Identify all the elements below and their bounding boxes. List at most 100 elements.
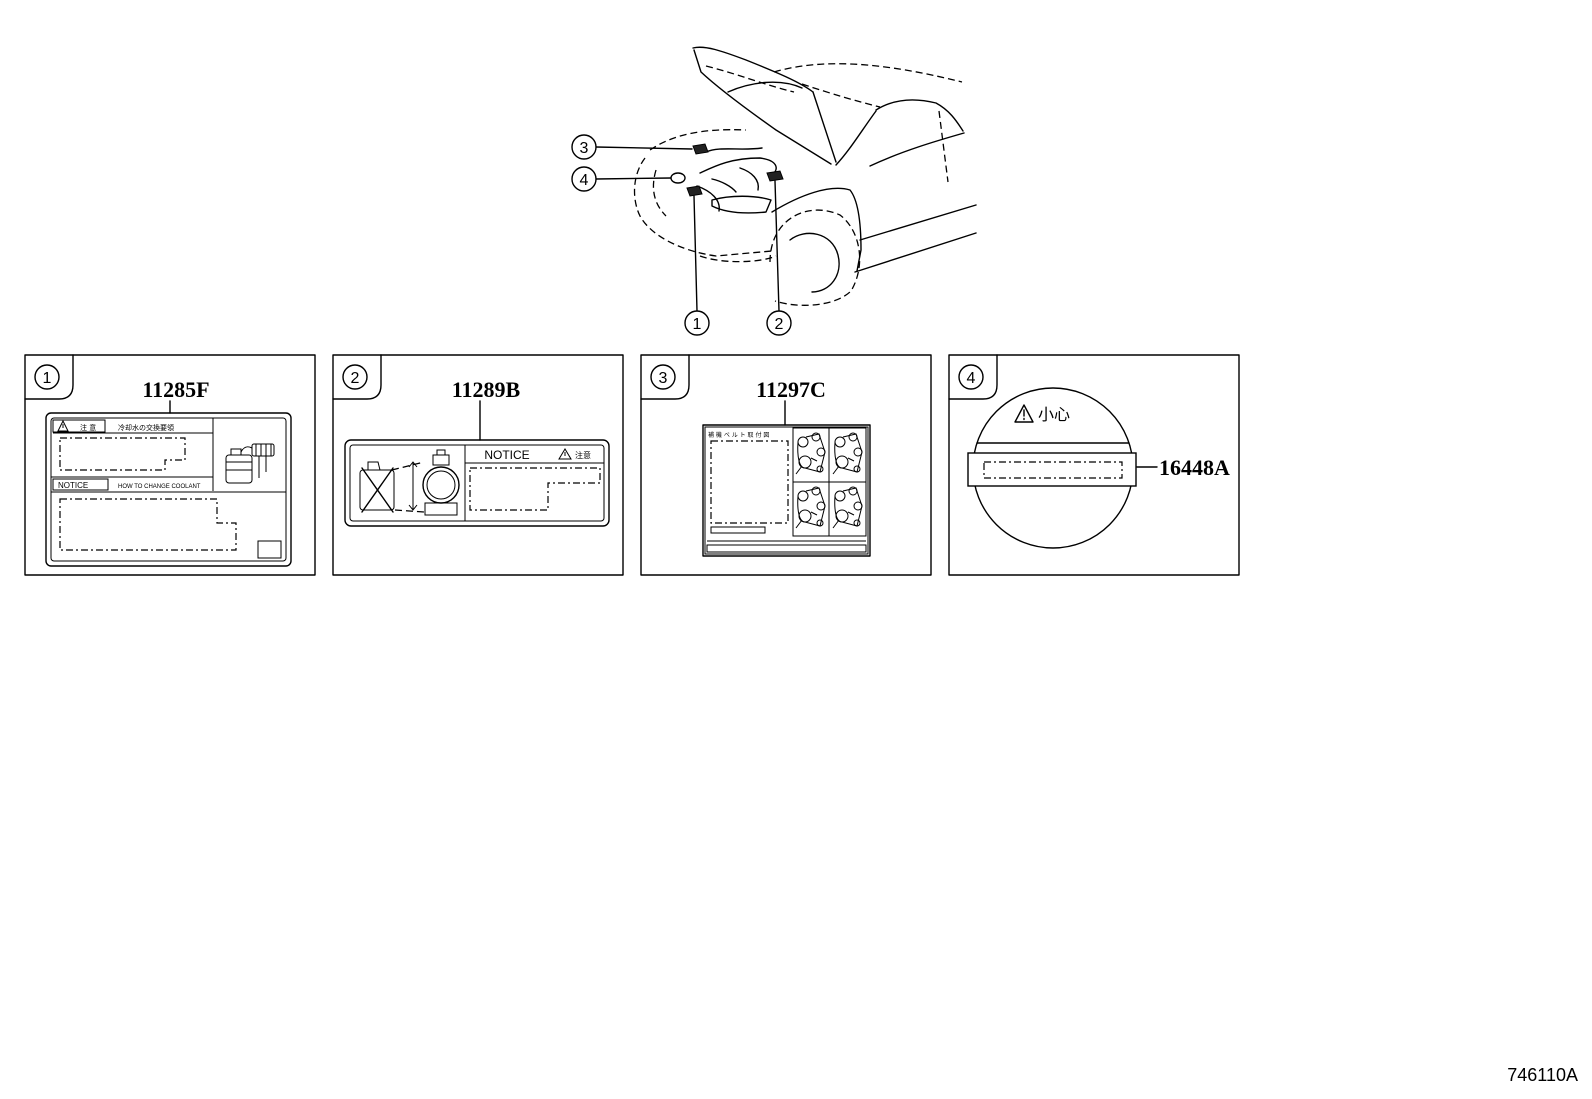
panel-4-tab	[948, 354, 998, 400]
part-number-11297C[interactable]: 11297C	[756, 377, 826, 402]
text-block-placeholder	[710, 440, 789, 524]
label-4-on-vehicle	[670, 172, 686, 184]
crossed-jerrycan-icon	[359, 461, 395, 513]
panel-3: 3 11297C 補 機 ベ ル ト 取 付 図	[640, 354, 932, 576]
label-2-on-vehicle	[766, 170, 784, 182]
callout-3: 3	[571, 134, 597, 160]
engine-hose-3	[711, 178, 737, 193]
label-footer-strip	[706, 544, 867, 553]
label-small-box	[710, 526, 766, 534]
callout-2-number: 2	[775, 316, 784, 333]
callout-2: 2	[766, 310, 792, 336]
panel-3-tab	[640, 354, 690, 400]
engine-hose-5	[739, 167, 759, 191]
hood-outer-edge	[692, 46, 814, 93]
body-crease	[859, 204, 977, 241]
fender-line	[771, 187, 862, 272]
label-corner-box	[257, 540, 282, 559]
belt-diagram-2	[832, 432, 863, 475]
perspective-lines	[391, 461, 425, 513]
panel-4-number: 4	[967, 370, 976, 387]
callout-1: 1	[684, 310, 710, 336]
panel-2-tab	[332, 354, 382, 400]
caution-text: 注 意	[80, 423, 96, 432]
leader-line-2	[774, 180, 780, 312]
label-3-on-vehicle	[692, 143, 709, 155]
panel-1-tab	[24, 354, 74, 400]
hood-rear-edge	[812, 91, 837, 163]
label-title-en: HOW TO CHANGE COOLANT	[118, 484, 201, 490]
leader-line-4	[595, 177, 672, 180]
part-number-11285F[interactable]: 11285F	[142, 377, 209, 402]
label-1-on-vehicle	[686, 185, 703, 197]
belt-routing-label: 補 機 ベ ル ト 取 付 図	[702, 424, 871, 557]
engine-hose-2	[699, 157, 777, 177]
warning-triangle-icon	[558, 448, 572, 460]
belt-diagram-4	[832, 486, 863, 529]
hood-inner-panel	[705, 65, 795, 93]
coolant-reservoir-icon	[225, 443, 275, 484]
panel-2-frame	[332, 354, 624, 576]
callout-4: 4	[571, 166, 597, 192]
rocker-line	[854, 232, 977, 273]
panel-2-number: 2	[351, 370, 360, 387]
wheel	[789, 232, 840, 293]
belt-diagram-3	[795, 486, 826, 529]
text-block-placeholder	[59, 437, 186, 471]
window-belt-line	[869, 132, 965, 167]
engine-hose-1	[705, 147, 763, 153]
double-arrow-icon	[408, 461, 418, 511]
panel-1: 1 11285F 注 意 冷却水の交換要領 NOTIC	[24, 354, 316, 576]
cowl-line	[835, 110, 877, 166]
warning-triangle-icon	[1014, 404, 1034, 423]
belt-diagram-1	[795, 432, 826, 475]
windshield-top	[773, 63, 963, 83]
caution-text: 小心	[1038, 405, 1070, 424]
wheel-arch	[769, 209, 861, 306]
callout-1-number: 1	[693, 316, 702, 333]
door-front-edge	[938, 110, 949, 183]
text-block-placeholder-2	[59, 498, 237, 551]
panel-3-number-circle	[650, 364, 676, 390]
panel-4-number-circle	[958, 364, 984, 390]
belt-diagram-grid	[792, 427, 867, 537]
cap-label: 小心	[967, 387, 1137, 549]
notice-text: NOTICE	[484, 448, 529, 462]
notice-text: NOTICE	[58, 481, 88, 490]
panel-3-number: 3	[659, 370, 668, 387]
coolant-label: 注 意 冷却水の交換要領 NOTICE HOW TO CHANGE COOLAN…	[45, 412, 292, 567]
callout-4-number: 4	[580, 172, 589, 189]
callout-3-number: 3	[580, 140, 589, 157]
text-block-placeholder	[469, 467, 601, 511]
panel-4-frame	[948, 354, 1240, 576]
car-illustration: 3 4 1 2	[571, 46, 977, 336]
leader-line-3	[595, 146, 693, 150]
front-inner-line	[652, 169, 667, 217]
front-fascia	[633, 157, 773, 257]
text-block-placeholder	[983, 461, 1123, 479]
warning-triangle-icon	[57, 419, 69, 432]
panel-3-frame	[640, 354, 932, 576]
panel-2-number-circle	[342, 364, 368, 390]
label-title-jp: 補 機 ベ ル ト 取 付 図	[708, 431, 769, 439]
panel-1-number: 1	[43, 370, 52, 387]
hood-front-edge	[693, 49, 832, 165]
panel-2: 2 11289B NOTICE 注意	[332, 354, 624, 576]
a-pillar-roof	[875, 99, 964, 132]
part-number-16448A[interactable]: 16448A	[1159, 455, 1230, 480]
headlight	[711, 195, 772, 214]
panel-1-frame	[24, 354, 316, 576]
fuel-notice-label: NOTICE 注意	[344, 439, 610, 527]
panel-1-number-circle	[34, 364, 60, 390]
leader-line-1	[693, 195, 698, 312]
panel-4: 4 小心 16448A	[948, 354, 1240, 576]
label-title-jp: 冷却水の交換要領	[118, 423, 174, 432]
hood-brace	[727, 81, 803, 93]
part-number-11289B[interactable]: 11289B	[452, 377, 521, 402]
caution-text: 注意	[575, 450, 591, 460]
diagram-id: 746110A	[1507, 1065, 1578, 1085]
bumper-lower	[699, 255, 777, 263]
engine-hose-4	[696, 185, 720, 212]
fuel-container-icon	[422, 449, 460, 516]
